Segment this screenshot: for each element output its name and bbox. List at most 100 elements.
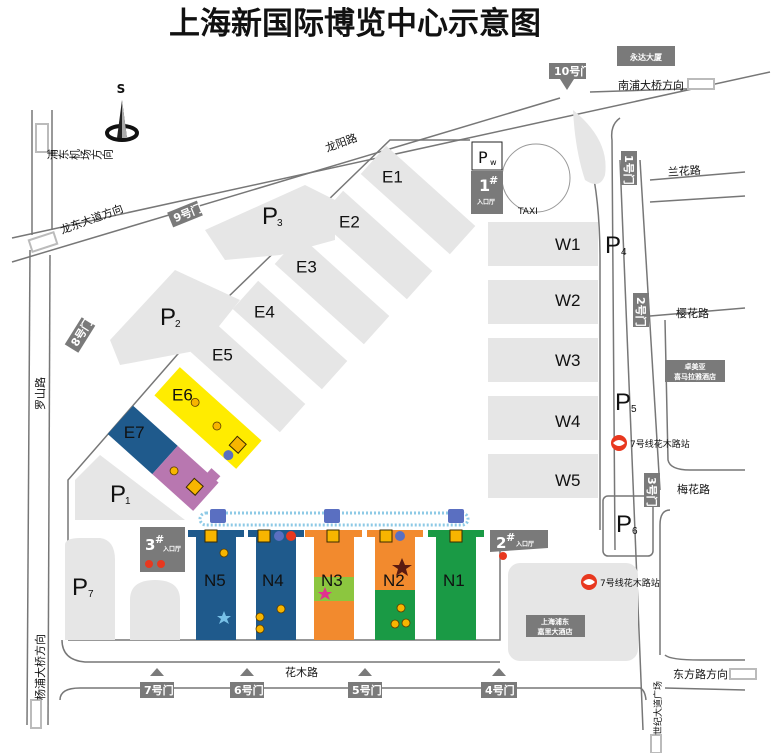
svg-text:3号门: 3号门 [645, 477, 659, 507]
svg-text:E5: E5 [212, 346, 233, 365]
compass-icon: S [105, 82, 139, 142]
svg-text:N2: N2 [383, 571, 405, 590]
hall-w4[interactable]: W4 [488, 396, 598, 440]
gate-5[interactable]: 5号门 [348, 668, 382, 698]
gate-6[interactable]: 6号门 [230, 668, 264, 698]
svg-text:上海浦东: 上海浦东 [541, 617, 569, 626]
svg-text:P: P [262, 203, 278, 230]
svg-text:P: P [110, 481, 126, 508]
gate-2[interactable]: 2号门 [633, 293, 649, 327]
svg-text:1号门: 1号门 [622, 155, 636, 185]
svg-text:6: 6 [632, 526, 638, 537]
svg-text:5: 5 [631, 404, 637, 415]
compass-label: S [117, 82, 126, 96]
shuttle-bus-icon [210, 509, 226, 523]
svg-text:8号门: 8号门 [68, 316, 96, 349]
hall-w3[interactable]: W3 [488, 338, 598, 382]
hall-e2[interactable]: E2 [317, 190, 433, 300]
star-icon [318, 587, 332, 600]
svg-text:入口厅: 入口厅 [515, 540, 534, 548]
svg-text:喜马拉雅酒店: 喜马拉雅酒店 [674, 372, 716, 381]
hall-e7[interactable]: E7 [107, 401, 223, 511]
gate-7[interactable]: 7号门 [140, 668, 174, 698]
svg-text:#: # [489, 174, 498, 187]
hall-e5[interactable]: E5 [190, 323, 306, 433]
info-icon [274, 531, 284, 541]
restaurant-icon [326, 529, 340, 543]
entrance-hall-3[interactable]: 3 # 入口厅 [140, 527, 185, 572]
cloakroom-icon [390, 619, 400, 629]
hall-w2[interactable]: W2 [488, 280, 598, 324]
svg-text:W5: W5 [555, 471, 581, 490]
gate-3[interactable]: 3号门 [644, 473, 660, 507]
hall-e1[interactable]: E1 [360, 145, 476, 255]
metro-station-2[interactable]: 7号线花木路站 [581, 574, 660, 590]
hall-n3[interactable]: N3 [305, 529, 362, 640]
svg-text:W3: W3 [555, 351, 581, 370]
road-dongfang: 东方路方向 [673, 667, 728, 681]
svg-text:2: 2 [496, 534, 506, 552]
svg-text:P: P [615, 389, 631, 416]
metro-station-1[interactable]: 7号线花木路站 [611, 435, 690, 451]
hall-n1[interactable]: N1 [428, 529, 484, 640]
svg-text:7号线花木路站: 7号线花木路站 [630, 438, 690, 450]
gate-9[interactable]: 9号门 [167, 200, 204, 228]
restaurant-icon [228, 435, 247, 454]
service-icon [396, 603, 406, 613]
road-nanpu: 南浦大桥方向 [618, 78, 684, 92]
gate-4[interactable]: 4号门 [481, 668, 517, 698]
svg-text:W1: W1 [555, 235, 581, 254]
taxi-roundabout [501, 143, 571, 213]
svg-text:7号门: 7号门 [144, 683, 174, 697]
svg-text:7: 7 [88, 589, 94, 600]
road-longyang: 龙阳路 [324, 131, 359, 155]
gate-8[interactable]: 8号门 [64, 316, 96, 353]
road-luoshan: 罗山路 [34, 377, 47, 410]
svg-text:4: 4 [621, 247, 627, 258]
star-service-icon [169, 466, 179, 476]
svg-text:3: 3 [277, 218, 283, 229]
hall-w1[interactable]: W1 [488, 222, 598, 266]
shuttle-bus-icon [448, 509, 464, 523]
star-icon [217, 611, 231, 624]
road-huamu: 花木路 [285, 666, 318, 679]
hall-e6[interactable]: E6 [154, 367, 262, 469]
hall-n2[interactable]: N2 [367, 529, 423, 640]
restaurant-icon [449, 529, 463, 543]
gate-1[interactable]: 1号门 [621, 151, 637, 185]
hall-w5[interactable]: W5 [488, 454, 598, 498]
registration-icon [157, 560, 165, 568]
hall-n5[interactable]: N5 [188, 529, 244, 640]
direction-arrows [27, 78, 757, 753]
parking-p3: P3 [262, 203, 283, 230]
road-yangpu: 杨浦大桥方向 [33, 634, 47, 700]
road-meihua: 梅花路 [677, 482, 710, 496]
gate-10[interactable]: 10号门 [549, 63, 591, 90]
road-yinghua: 樱花路 [676, 307, 709, 320]
svg-text:1: 1 [125, 496, 131, 507]
svg-text:7号线花木路站: 7号线花木路站 [600, 577, 660, 589]
svg-text:入口厅: 入口厅 [162, 545, 181, 553]
svg-text:10号门: 10号门 [554, 64, 591, 78]
svg-text:N4: N4 [262, 571, 284, 590]
ticket-icon [145, 560, 153, 568]
parking-p1: P1 [110, 481, 131, 508]
hall-n4[interactable]: N4 [248, 529, 304, 640]
parking-p2: P2 [160, 304, 181, 331]
taxi-label: TAXI [517, 207, 538, 217]
info-icon [223, 450, 234, 461]
road-airport: 浦东机场方向 [47, 149, 113, 162]
svg-text:P: P [72, 574, 88, 601]
svg-text:E6: E6 [172, 386, 193, 405]
svg-text:#: # [155, 533, 164, 546]
restaurant-icon [185, 477, 204, 496]
hall-e4[interactable]: E4 [232, 280, 348, 390]
svg-text:3: 3 [145, 536, 155, 554]
map-title: 上海新国际博览中心示意图 [169, 6, 541, 42]
entrance-hall-2[interactable]: 2 # 入口厅 [490, 530, 548, 560]
hall-e3[interactable]: E3 [274, 235, 390, 345]
entrance-hall-1[interactable]: 1 # 入口厅 [471, 171, 503, 214]
